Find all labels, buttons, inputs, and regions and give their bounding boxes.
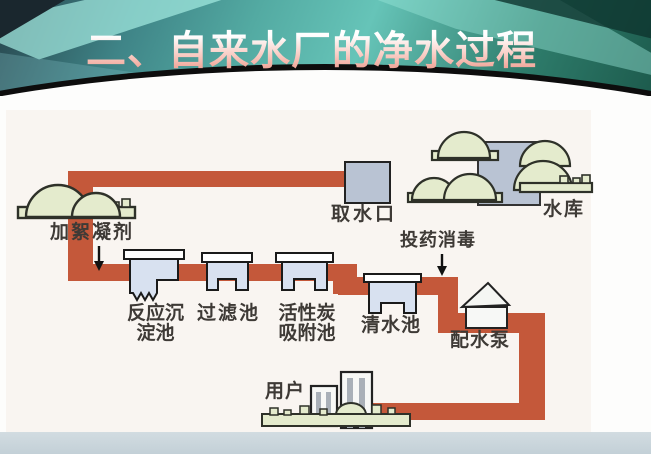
dosing-arrow-icon bbox=[437, 254, 447, 276]
dosing-label: 投药消毒 bbox=[400, 230, 476, 250]
flocculant-arrow-icon bbox=[94, 246, 104, 271]
flocculant-label: 加絮凝剂 bbox=[50, 222, 135, 243]
sedimentation-label-line2: 淀池 bbox=[136, 323, 175, 344]
filter-label: 过滤池 bbox=[197, 303, 261, 324]
filter-tank-icon bbox=[201, 252, 253, 291]
reservoir-bushes-icon bbox=[406, 130, 594, 204]
carbon-label-line1: 活性炭 bbox=[278, 303, 336, 324]
pump-house-icon bbox=[459, 281, 512, 329]
slide-title: 二、自来水厂的净水过程 bbox=[0, 18, 637, 76]
sedimentation-label: 反应沉 淀池 bbox=[108, 304, 203, 344]
users-label: 用户 bbox=[265, 381, 306, 402]
pipe-top-horizontal bbox=[68, 171, 350, 187]
reservoir-label: 水库 bbox=[543, 199, 586, 220]
clearwater-label: 清水池 bbox=[361, 315, 422, 336]
pipe-bottom-horizontal bbox=[368, 403, 545, 420]
pump-label: 配水泵 bbox=[450, 330, 511, 351]
sedimentation-label-line1: 反应沉 bbox=[126, 303, 184, 324]
slide-header bbox=[0, 0, 651, 96]
intake-block bbox=[344, 161, 391, 204]
carbon-tank-icon bbox=[275, 252, 334, 291]
user-bushes-icon bbox=[261, 402, 411, 427]
intake-label: 取水口 bbox=[331, 204, 398, 225]
pipe-right-vertical bbox=[519, 313, 545, 420]
left-bushes-icon bbox=[16, 183, 137, 220]
clearwater-tank-icon bbox=[363, 273, 422, 314]
slide-footer-band bbox=[0, 432, 651, 454]
pipe-step-2 bbox=[438, 277, 458, 315]
sedimentation-tank-icon bbox=[123, 249, 185, 303]
carbon-label-line2: 吸附池 bbox=[278, 323, 336, 344]
carbon-label: 活性炭 吸附池 bbox=[261, 304, 353, 344]
